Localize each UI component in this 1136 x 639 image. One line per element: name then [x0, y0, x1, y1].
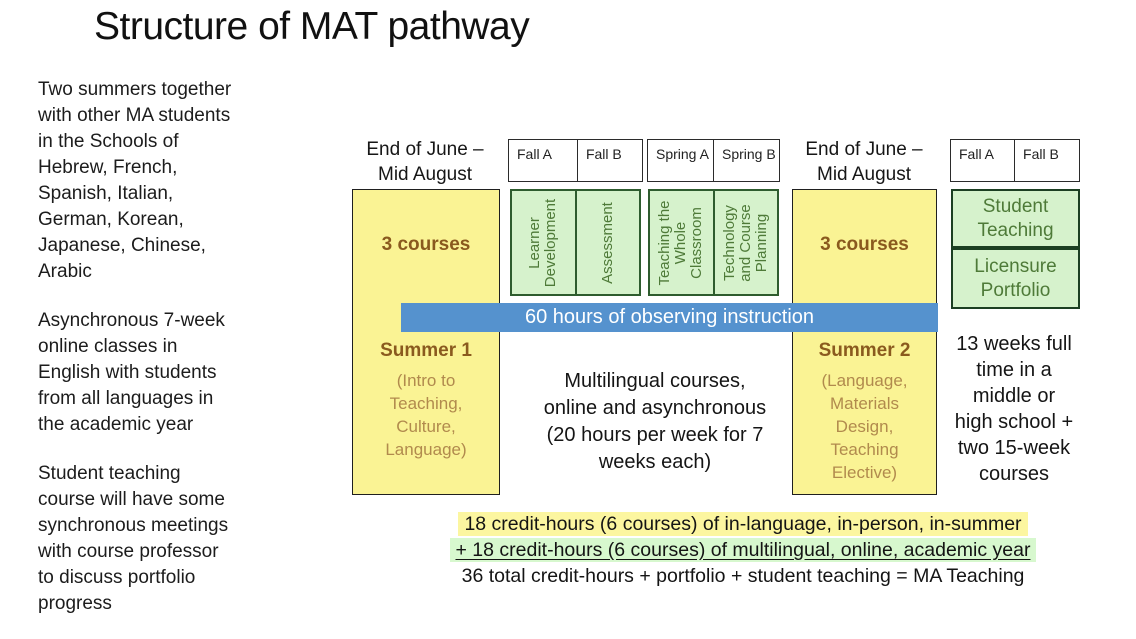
note-asynchronous-classes: Asynchronous 7-week online classes in En…	[38, 310, 225, 435]
summer1-period-label: End of June – Mid August	[366, 139, 484, 185]
summer2-courses-count: 3 courses	[820, 234, 909, 255]
course-label: Assessment	[598, 201, 616, 284]
term-cell-spring-a: Spring A	[656, 146, 709, 162]
spring-term-header-table: Spring A Spring B	[647, 139, 780, 182]
summer1-title: Summer 1	[380, 340, 472, 361]
term-cell-final-fall-b: Fall B	[1014, 140, 1079, 181]
multilingual-courses-description: Multilingual courses, online and asynchr…	[543, 370, 767, 473]
summer2-course-list: (Language, Materials Design, Teaching El…	[821, 371, 908, 482]
course-label: Learner Development	[526, 198, 560, 287]
fall-courses-box: Learner Development Assessment	[510, 189, 641, 296]
spring-courses-box: Teaching the Whole Classroom Technology …	[648, 189, 779, 296]
summary-line-online-text: + 18 credit-hours (6 courses) of multili…	[449, 538, 1037, 562]
left-notes-column: Two summers together with other MA stude…	[38, 77, 288, 639]
summary-line-total-text: 36 total credit-hours + portfolio + stud…	[461, 565, 1025, 587]
summer2-period-label: End of June – Mid August	[805, 139, 923, 185]
note-two-summers: Two summers together with other MA stude…	[38, 79, 232, 282]
summary-line-in-person: 18 credit-hours (6 courses) of in-langua…	[388, 512, 1098, 537]
term-cell-final-fall-a: Fall A	[959, 146, 995, 162]
term-cell-fall-a: Fall A	[517, 146, 553, 162]
course-label: Technology and Course Planning	[720, 203, 770, 282]
summer1-box: 3 courses Summer 1 (Intro to Teaching, C…	[352, 189, 500, 495]
summer2-box: 3 courses Summer 2 (Language, Materials …	[792, 189, 937, 495]
summer1-course-list: (Intro to Teaching, Culture, Language)	[385, 371, 467, 459]
summer1-courses-count: 3 courses	[381, 234, 471, 255]
page-title: Structure of MAT pathway	[94, 5, 530, 48]
student-teaching-description: 13 weeks full time in a middle or high s…	[954, 333, 1074, 485]
course-cell-technology-course-planning: Technology and Course Planning	[712, 191, 778, 294]
term-cell-spring-b: Spring B	[713, 140, 779, 181]
licensure-portfolio-block: Licensure Portfolio	[951, 248, 1080, 309]
summer2-title: Summer 2	[818, 340, 911, 361]
credit-summary: 18 credit-hours (6 courses) of in-langua…	[388, 512, 1098, 590]
course-cell-teaching-whole-classroom: Teaching the Whole Classroom	[650, 191, 713, 294]
fall-term-header-table: Fall A Fall B	[508, 139, 643, 182]
course-cell-assessment: Assessment	[574, 191, 640, 294]
note-student-teaching-course: Student teaching course will have some s…	[38, 463, 229, 614]
course-label: Teaching the Whole Classroom	[656, 199, 706, 286]
term-cell-fall-b: Fall B	[576, 140, 642, 181]
student-teaching-block: Student Teaching	[951, 189, 1080, 248]
summary-line-total: 36 total credit-hours + portfolio + stud…	[388, 564, 1098, 589]
summary-line-online: + 18 credit-hours (6 courses) of multili…	[388, 538, 1098, 563]
final-year-term-header-table: Fall A Fall B	[950, 139, 1080, 182]
course-cell-learner-development: Learner Development	[512, 191, 575, 294]
summary-line-in-person-text: 18 credit-hours (6 courses) of in-langua…	[458, 512, 1028, 536]
observing-instruction-banner: 60 hours of observing instruction	[401, 303, 938, 332]
